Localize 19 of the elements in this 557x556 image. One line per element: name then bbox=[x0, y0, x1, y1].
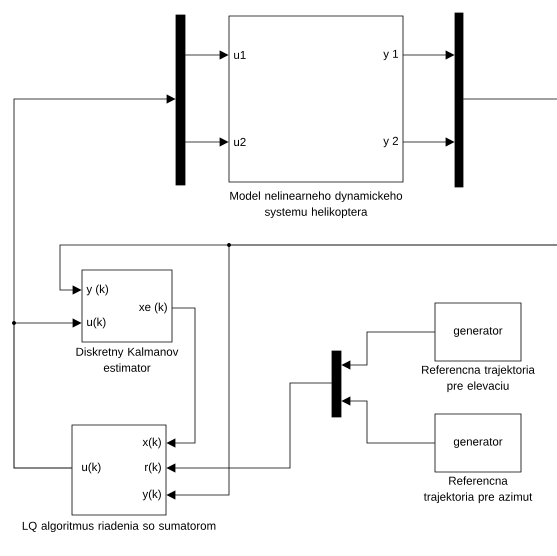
block-label: generator bbox=[454, 438, 502, 448]
block-caption: Diskretny Kalmanov estimator bbox=[76, 347, 178, 372]
port-label: y 2 bbox=[383, 136, 398, 148]
port-label: r(k) bbox=[145, 462, 161, 474]
signal-line bbox=[463, 98, 557, 100]
port-label: u(k) bbox=[82, 462, 100, 474]
block-caption: LQ algoritmus riadenia so sumatorom bbox=[22, 521, 216, 532]
port-label: xe (k) bbox=[138, 302, 167, 314]
port-label: y (k) bbox=[86, 284, 108, 296]
block-label: generator bbox=[454, 327, 502, 337]
port-label: u1 bbox=[234, 51, 246, 59]
block-caption: Referencna trajektoria pre elevaciu bbox=[422, 365, 535, 392]
port-label: y(k) bbox=[142, 490, 161, 500]
port-label: y 1 bbox=[383, 50, 398, 60]
block-caption: Referencna trajektoria pre azimut bbox=[424, 476, 532, 504]
port-label: x(k) bbox=[142, 438, 161, 448]
port-label: u2 bbox=[234, 138, 246, 146]
block-caption: Model nelinearneho dynamickeho systemu helikoptera bbox=[230, 191, 402, 218]
port-label: u(k) bbox=[87, 318, 106, 328]
